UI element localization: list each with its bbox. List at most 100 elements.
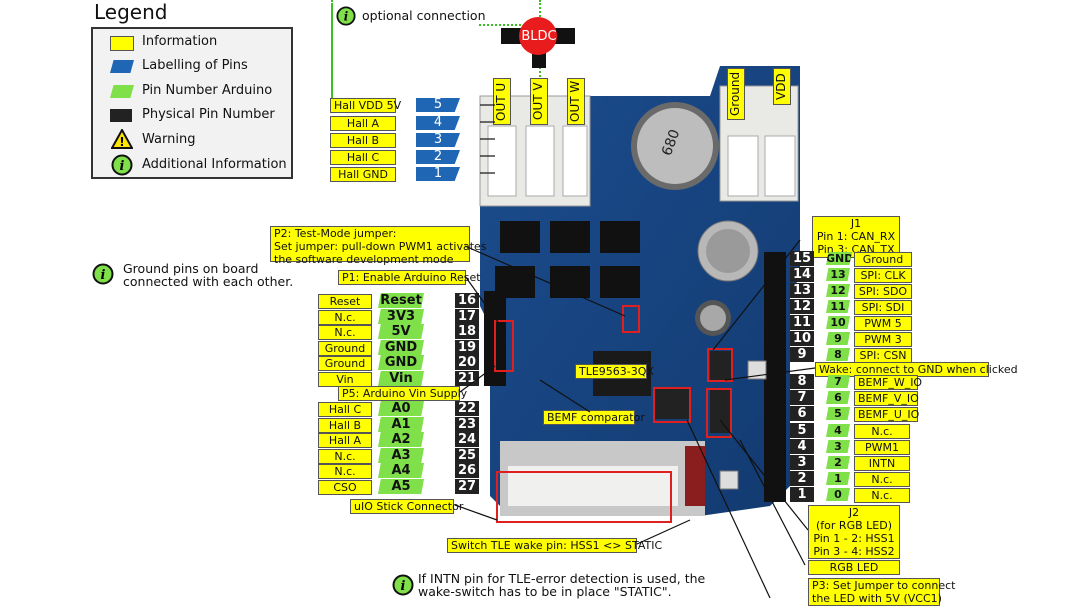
arduino-pin: GND — [378, 355, 424, 370]
arduino-pin: 4 — [826, 424, 850, 437]
p1-highlight — [494, 320, 514, 372]
physical-pin: 9 — [790, 347, 814, 362]
physical-pin: 18 — [455, 324, 479, 339]
info-icon: i — [92, 263, 114, 285]
physical-pin: 7 — [790, 390, 814, 405]
legend-label-info: Information — [142, 34, 218, 49]
pin-info: N.c. — [854, 488, 910, 503]
j2-note: J2 (for RGB LED) Pin 1 - 2: HSS1 Pin 3 -… — [808, 505, 900, 571]
ground-pins-note: Ground pins on board connected with each… — [123, 261, 294, 289]
physical-pin: 24 — [455, 432, 479, 447]
legend-swatch-info — [110, 36, 134, 51]
pin-info: SPI: SDI — [854, 300, 912, 315]
pin-info: N.c. — [854, 424, 910, 439]
arduino-pin: GND — [826, 252, 854, 265]
hall-pin: 3 — [416, 133, 460, 147]
j1-note: J1 Pin 1: CAN_RX Pin 3: CAN_TX — [812, 216, 900, 258]
arduino-pin: 2 — [826, 456, 850, 469]
pin-info: N.c. — [318, 325, 372, 340]
arduino-pin: A4 — [378, 463, 424, 478]
svg-text:i: i — [120, 159, 125, 174]
info-icon: i — [336, 6, 356, 26]
physical-pin: 16 — [455, 293, 479, 308]
arduino-pin: A1 — [378, 417, 424, 432]
physical-pin: 23 — [455, 417, 479, 432]
p2-highlight — [622, 305, 640, 333]
uio-highlight — [496, 471, 672, 523]
physical-pin: 20 — [455, 355, 479, 370]
arduino-pin: 1 — [826, 472, 850, 485]
pin-info: PWM 3 — [854, 332, 912, 347]
physical-pin: 3 — [790, 455, 814, 470]
arduino-pin: A5 — [378, 479, 424, 494]
physical-pin: 19 — [455, 340, 479, 355]
bemf-label: BEMF comparator — [543, 410, 645, 425]
info-icon: i — [111, 154, 133, 176]
svg-text:!: ! — [119, 135, 124, 149]
pin-info: N.c. — [318, 449, 372, 464]
pin-info: SPI: CSN — [854, 348, 912, 363]
arduino-pin: 6 — [826, 391, 850, 404]
physical-pin: 12 — [790, 299, 814, 314]
pin-info: BEMF_V_IO — [854, 391, 919, 406]
hall-pin: 5 — [416, 98, 460, 112]
arduino-pin: 8 — [826, 348, 850, 361]
arduino-pin: 3V3 — [378, 309, 424, 324]
legend-title: Legend — [94, 0, 168, 24]
physical-pin: 2 — [790, 471, 814, 486]
p3-note: P3: Set Jumper to connect the LED with 5… — [808, 578, 955, 606]
arduino-pin: 0 — [826, 488, 850, 501]
j2-highlight — [706, 388, 732, 438]
arduino-pin: A2 — [378, 432, 424, 447]
intn-note: If INTN pin for TLE-error detection is u… — [418, 571, 706, 599]
physical-pin: 6 — [790, 406, 814, 421]
arduino-pin: A3 — [378, 448, 424, 463]
wake-highlight — [707, 348, 733, 382]
optional-connection-right-line — [479, 24, 541, 30]
right-bottom-pins: 8 7 BEMF_W_IO 7 6 BEMF_V_IO 6 5 BEMF_U_I… — [790, 373, 922, 503]
physical-pin: 5 — [790, 423, 814, 438]
svg-text:i: i — [344, 10, 348, 24]
pin-info: Ground — [318, 356, 372, 371]
pin-info: N.c. — [318, 310, 372, 325]
legend-label-arduino: Pin Number Arduino — [142, 83, 273, 98]
hall-row: Hall VDD 5V 5 Hall A 4 Hall B 3 Hall C 2… — [330, 98, 480, 186]
hall-info: Hall A — [330, 116, 396, 131]
pin-info: Hall A — [318, 433, 372, 448]
arduino-pin: 11 — [826, 300, 850, 313]
pin-info: Reset — [318, 294, 372, 309]
physical-pin: 22 — [455, 401, 479, 416]
pin-info: BEMF_W_IO — [854, 375, 922, 390]
physical-pin: 14 — [790, 267, 814, 282]
legend-label-warning: Warning — [142, 132, 196, 147]
arduino-pin: Reset — [378, 293, 424, 308]
chip-label: TLE9563-3QX — [575, 364, 654, 379]
pin-info: N.c. — [854, 472, 910, 487]
bldc-motor — [501, 17, 575, 68]
p2-note: P2: Test-Mode jumper: Set jumper: pull-d… — [270, 226, 487, 266]
legend-label-pin-label: Labelling of Pins — [142, 58, 248, 73]
hall-info: Hall C — [330, 150, 396, 165]
pin-info: Hall B — [318, 418, 372, 433]
warning-icon: ! — [111, 129, 133, 149]
optional-connection-label: optional connection — [362, 8, 486, 23]
legend-swatch-physical — [110, 109, 132, 122]
physical-pin: 11 — [790, 315, 814, 330]
svg-text:i: i — [401, 579, 406, 594]
physical-pin: 8 — [790, 374, 814, 389]
pin-info: INTN — [854, 456, 910, 471]
pin-info: CSO — [318, 480, 372, 495]
legend-label-additional-info: Additional Information — [142, 157, 287, 172]
arduino-pin: 3 — [826, 440, 850, 453]
pin-info: PWM1 — [854, 440, 910, 455]
physical-pin: 1 — [790, 487, 814, 502]
physical-pin: 10 — [790, 331, 814, 346]
hall-info: Hall GND — [330, 167, 396, 182]
arduino-pin: 7 — [826, 375, 850, 388]
pin-info: BEMF_U_IO — [854, 407, 919, 422]
left-analog-pins: Hall C A0 22 Hall B A1 23 Hall A A2 24 N… — [318, 400, 488, 496]
arduino-pin: 13 — [826, 268, 850, 281]
pin-info: Ground — [854, 252, 912, 267]
physical-pin: 15 — [790, 251, 814, 266]
